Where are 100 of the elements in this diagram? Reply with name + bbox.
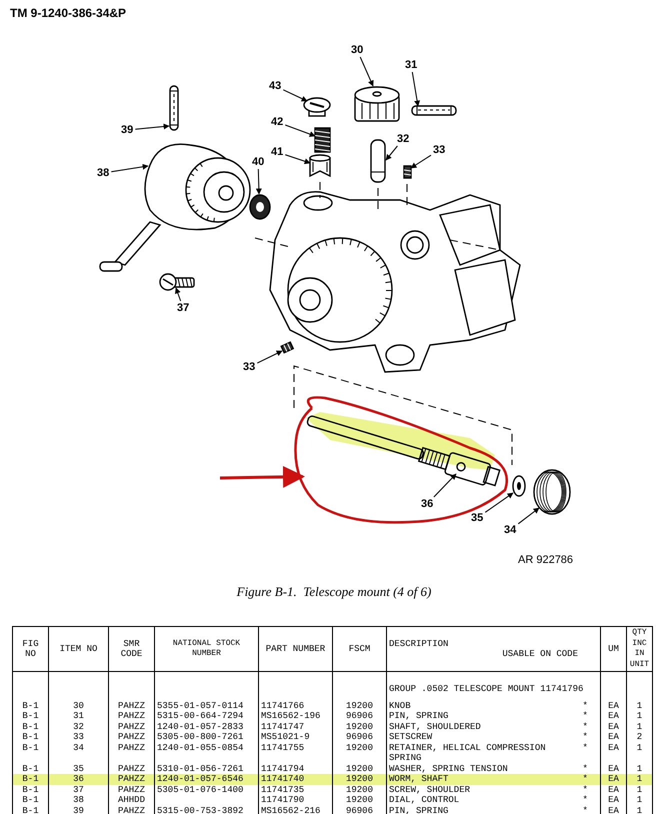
column-header: NATIONAL STOCK NUMBER [154,626,258,672]
table-cell: EA [600,806,626,814]
leader-line [110,164,149,172]
table-cell: 1 [626,784,652,795]
table-cell: SETSCREW [386,732,570,742]
table-cell: 5315-00-664-7294 [154,711,258,722]
table-cell: 5305-00-800-7261 [154,732,258,742]
table-cell: 11741766 [258,700,332,711]
table-cell: 19200 [332,795,386,806]
column-header: UM [600,626,626,672]
table-cell: 1240-01-057-2833 [154,722,258,732]
table-cell: WORM, SHAFT [386,774,570,784]
callout-number: 30 [350,44,364,56]
dial-drawing [99,143,251,272]
table-cell: 33 [48,732,108,742]
table-cell: B-1 [12,742,48,764]
table-cell: * [570,711,600,722]
table-cell: PAHZZ [108,722,154,732]
worm-shaft-drawing [306,414,501,486]
table-cell: 36 [48,774,108,784]
retainer-drawing [533,469,571,515]
table-cell: 19200 [332,774,386,784]
callout-number: 37 [176,302,190,314]
table-cell: B-1 [12,722,48,732]
table-cell: PIN, SPRING [386,806,570,814]
table-cell: 5355-01-057-0114 [154,700,258,711]
table-cell: B-1 [12,732,48,742]
table-cell: 30 [48,700,108,711]
table-cell: 19200 [332,742,386,764]
spring-pin-drawing [411,105,457,116]
table-cell: 11741790 [258,795,332,806]
table-cell: 5315-00-753-3892 [154,806,258,814]
leader-line [410,154,432,168]
table-cell: EA [600,711,626,722]
table-cell: * [570,806,600,814]
table-cell: EA [600,784,626,795]
callout-number: 43 [268,80,282,92]
table-cell: RETAINER, HELICAL COMPRESSION SPRING [386,742,570,764]
table-cell: 19200 [332,722,386,732]
leader-line [386,146,398,160]
table-cell: 2 [626,732,652,742]
table-cell: 96906 [332,806,386,814]
table-cell: 11741735 [258,784,332,795]
callout-number: 35 [470,512,484,524]
callout-number: 32 [396,133,410,145]
table-cell: 1 [626,774,652,784]
table-cell: * [570,732,600,742]
leader-line [484,492,514,513]
table-cell: 11741747 [258,722,332,732]
table-cell: PAHZZ [108,784,154,795]
column-header: ITEM NO [48,626,108,672]
table-cell: 96906 [332,711,386,722]
setscrew-drawing [403,165,412,179]
table-cell: 1240-01-057-6546 [154,774,258,784]
table-cell: 1 [626,711,652,722]
figure-caption: Figure B-1. Telescope mount (4 of 6) [236,584,432,600]
column-header: QTY INC IN UNIT [626,626,652,672]
callout-number: 41 [270,146,284,158]
table-cell: 39 [48,806,108,814]
gear-drawing [249,194,271,220]
table-cell: 5305-01-076-1400 [154,784,258,795]
callout-number: 36 [420,498,434,510]
table-cell: 1 [626,722,652,732]
table-cell: MS16562-196 [258,711,332,722]
table-cell: 1240-01-055-0854 [154,742,258,764]
table-cell: EA [600,722,626,732]
column-header: USABLE ON CODE [501,649,579,660]
table-cell: * [570,742,600,764]
table-cell: PAHZZ [108,711,154,722]
spring-drawing [314,127,331,153]
column-header: SMR CODE [108,626,154,672]
table-cell: MS16562-216 [258,806,332,814]
plug-drawing [303,97,331,117]
plunger-drawing [309,154,331,178]
table-cell: * [570,722,600,732]
table-cell: B-1 [12,795,48,806]
document-number: TM 9-1240-386-34&P [10,6,126,20]
table-cell: B-1 [12,806,48,814]
callout-number: 34 [503,524,518,536]
table-cell: 1 [626,742,652,764]
callout-number: 31 [404,59,418,71]
table-cell: PAHZZ [108,742,154,764]
table-cell: 19200 [332,784,386,795]
column-header: PART NUMBER [258,626,332,672]
table-cell: SHAFT, SHOULDERED [386,722,570,732]
leader-line [174,287,182,302]
callout-number: 40 [251,156,266,168]
shaft-drawing [370,139,386,183]
callout-number: 33 [242,361,256,373]
setscrew-drawing [280,341,294,354]
knob-drawing [354,86,400,122]
leader-line [282,89,308,102]
table-cell: * [570,700,600,711]
table-cell: B-1 [12,700,48,711]
leader-line [134,124,170,130]
leader-line [518,508,540,524]
spring-pin-drawing [169,85,179,131]
table-cell: 1 [626,795,652,806]
column-header: FIG NO [12,626,48,672]
callout-number: 42 [270,116,284,128]
